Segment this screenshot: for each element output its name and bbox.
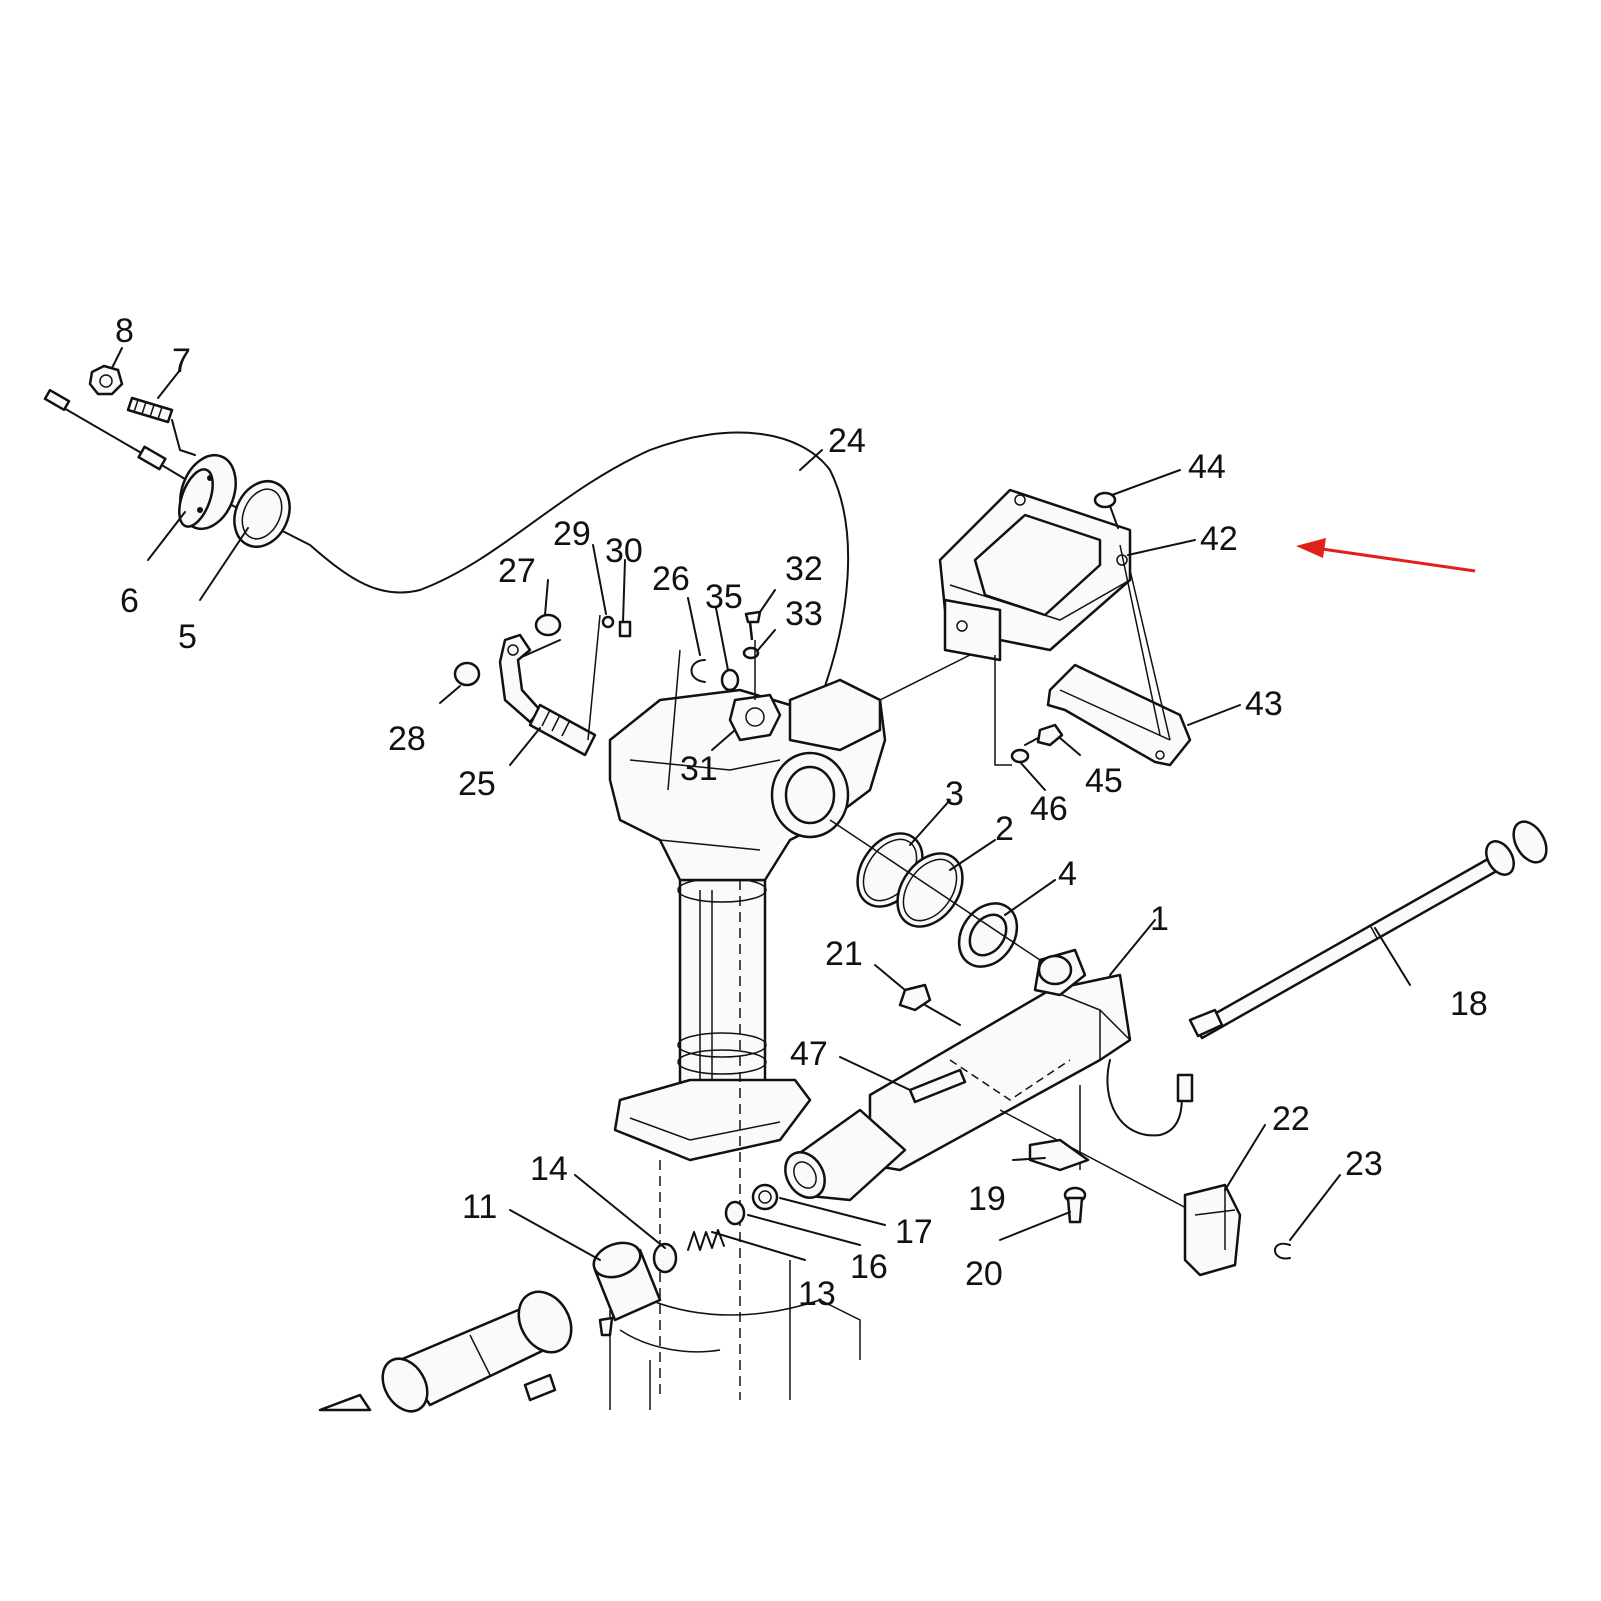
ring-4: [957, 902, 1019, 968]
label-28: 28: [388, 720, 426, 758]
label-1: 1: [1150, 900, 1169, 938]
leader-lines: [111, 347, 1411, 1261]
screw-44: [1093, 491, 1119, 529]
throttle-cable: [43, 388, 850, 771]
label-6: 6: [120, 582, 139, 620]
label-23: 23: [1345, 1145, 1383, 1183]
red-arrow: [1296, 538, 1476, 573]
washer-16: [724, 1200, 746, 1226]
spring-13: [687, 1229, 725, 1251]
plate-6: [178, 453, 237, 531]
label-25: 25: [458, 765, 496, 803]
label-45: 45: [1085, 762, 1123, 800]
label-29: 29: [553, 515, 591, 553]
label-27: 27: [498, 552, 536, 590]
label-19: 19: [968, 1180, 1006, 1218]
grommet-5: [233, 480, 291, 548]
label-16: 16: [850, 1248, 888, 1286]
washer-14: [652, 1242, 678, 1274]
lower-tube: [318, 1290, 614, 1413]
label-24: 24: [828, 422, 866, 460]
label-11: 11: [462, 1188, 497, 1226]
label-7: 7: [172, 342, 191, 380]
washer-46: [1010, 748, 1030, 764]
tiller-arm-1: [784, 948, 1132, 1202]
clip-23: [1274, 1242, 1291, 1260]
label-43: 43: [1245, 685, 1283, 723]
bushing-11: [592, 1241, 662, 1322]
label-21: 21: [825, 935, 863, 973]
label-42: 42: [1200, 520, 1238, 558]
bracket-43: [1046, 544, 1192, 767]
label-31: 31: [680, 750, 718, 788]
throttle-lever-group: [453, 610, 782, 791]
collar-17: [751, 1183, 779, 1211]
stud-7: [126, 396, 174, 424]
label-32: 32: [785, 550, 823, 588]
wing-screw-21: [898, 983, 961, 1026]
label-20: 20: [965, 1255, 1003, 1293]
nut-8: [88, 364, 124, 396]
label-35: 35: [705, 578, 743, 616]
label-22: 22: [1272, 1100, 1310, 1138]
label-44: 44: [1188, 448, 1226, 486]
label-14: 14: [530, 1150, 568, 1188]
plate-19: [1028, 1138, 1090, 1172]
clamp-22: [1183, 1183, 1242, 1277]
label-13: 13: [798, 1275, 836, 1313]
label-46: 46: [1030, 790, 1068, 828]
steering-bracket: [608, 678, 887, 1410]
ring-2: [896, 852, 964, 928]
part-labels: 8 7 6 5 24 27 29 30 26 35 32 33 28 25 31…: [115, 312, 1488, 1313]
label-4: 4: [1058, 855, 1077, 893]
bolt-45: [1024, 723, 1064, 747]
label-8: 8: [115, 312, 134, 350]
label-30: 30: [605, 532, 643, 570]
label-17: 17: [895, 1213, 933, 1251]
label-33: 33: [785, 595, 823, 633]
label-2: 2: [995, 810, 1014, 848]
shaft-18: [1188, 820, 1548, 1040]
label-5: 5: [178, 618, 197, 656]
label-47: 47: [790, 1035, 828, 1073]
label-26: 26: [652, 560, 690, 598]
cover-42: [938, 488, 1132, 662]
label-3: 3: [945, 775, 964, 813]
screw-20: [1063, 1186, 1087, 1224]
label-18: 18: [1450, 985, 1488, 1023]
